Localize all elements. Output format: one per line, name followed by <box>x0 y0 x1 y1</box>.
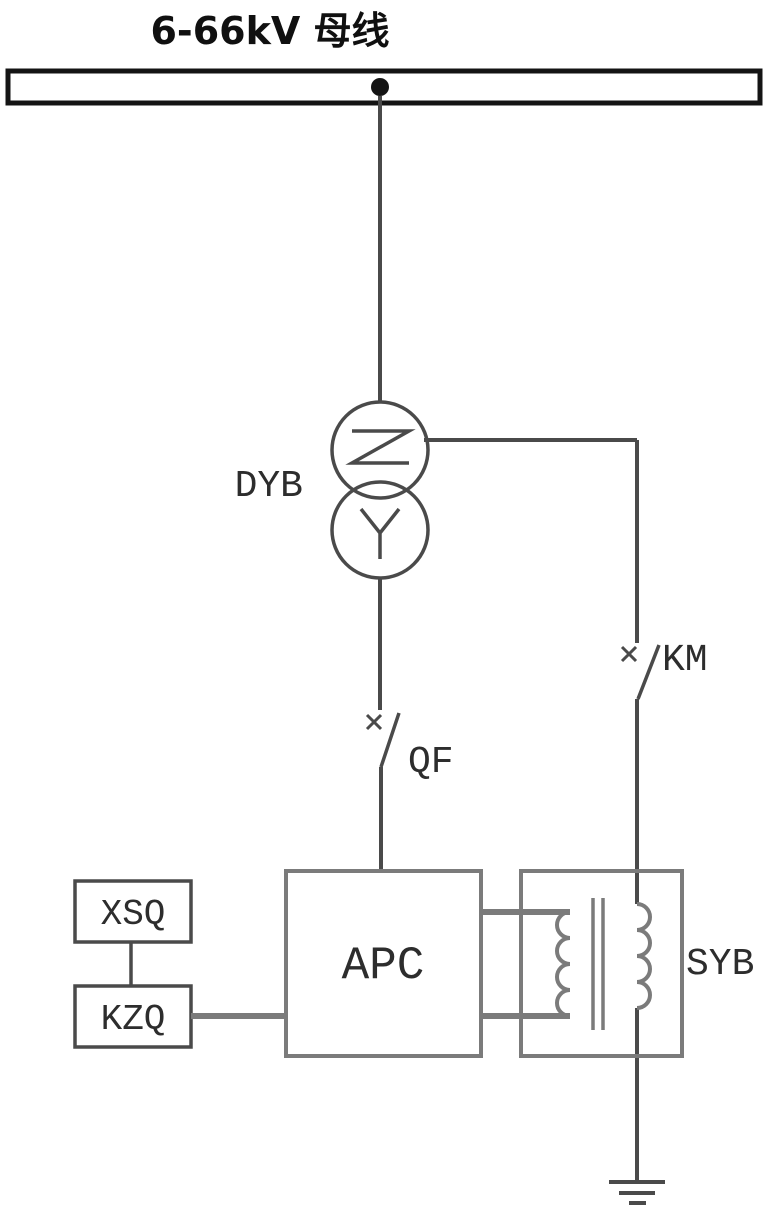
apc-label: APC <box>342 940 425 992</box>
wye-winding-symbol <box>359 507 401 559</box>
earth-ground-icon <box>609 1180 665 1205</box>
transformer-upper-winding-circle <box>330 400 430 500</box>
xsq-box <box>73 879 193 944</box>
syb-primary-coil <box>555 910 571 1018</box>
busbar-group <box>5 68 763 106</box>
syb-label: SYB <box>686 943 754 986</box>
busbar <box>5 68 763 106</box>
km-switch-blade <box>636 644 661 700</box>
contactor-label: KM <box>662 639 708 682</box>
qf-switch-blade <box>379 712 401 768</box>
syb-box <box>519 869 684 1058</box>
zigzag-winding-symbol <box>345 429 416 465</box>
transformer-label: DYB <box>235 465 303 508</box>
secondary-circuit-group <box>191 869 684 1058</box>
xsq-label: XSQ <box>101 894 166 935</box>
kzq-label: KZQ <box>101 999 166 1040</box>
km-cross-marker <box>620 645 638 663</box>
busbar-junction-dot <box>371 78 389 96</box>
syb-secondary-coil <box>636 902 652 1010</box>
diagram-title: 6-66kV 母线 <box>150 9 389 53</box>
label-group: DYB QF KM APC XSQ KZQ SYB <box>101 465 755 1040</box>
breaker-label: QF <box>408 741 454 784</box>
primary-circuit-group <box>73 96 665 1205</box>
apc-box <box>284 869 483 1058</box>
qf-cross-marker <box>365 713 383 731</box>
